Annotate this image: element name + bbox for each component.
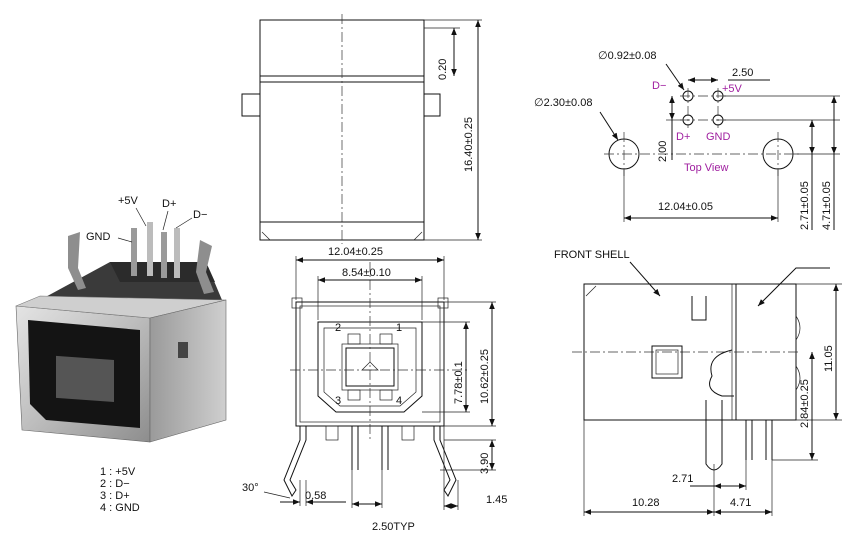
pcb-footprint: ∅0.92±0.08 ∅2.30±0.08 2.50 2.00 12.04±0.…	[534, 50, 840, 230]
fp-pin-dminus: D−	[652, 80, 666, 92]
dim-leg-thickness: 0.58	[305, 490, 326, 502]
legend-line: 2 : D−	[100, 478, 130, 490]
label-gnd: GND	[86, 231, 111, 243]
legend-line: 1 : +5V	[100, 466, 136, 478]
pin-legend: 1 : +5V 2 : D− 3 : D+ 4 : GND	[100, 466, 140, 514]
dim-front-inner: 8.54±0.10	[342, 267, 391, 279]
front-shell-label: FRONT SHELL	[554, 249, 630, 261]
dim-row-offset-2: 4.71±0.05	[821, 181, 833, 230]
dim-side-b: 10.28	[632, 497, 660, 509]
side-view: FRONT SHELL 11.05 2.84±0.25 2.71 10.28 4…	[554, 249, 842, 516]
connector-photo	[15, 222, 227, 443]
dim-top-offset: 0.20	[437, 59, 449, 80]
dim-side-mid: 2.84±0.25	[799, 379, 811, 428]
dim-front-h1: 7.78±0.1	[453, 361, 465, 404]
dim-front-h2: 10.62±0.25	[479, 349, 491, 404]
footprint-caption: Top View	[684, 162, 728, 174]
fp-pin-vcc: +5V	[722, 83, 743, 95]
dim-side-offset: 1.45	[486, 494, 507, 506]
dim-small-hole: ∅0.92±0.08	[598, 50, 656, 62]
dim-side-c: 4.71	[730, 497, 751, 509]
front-view: 2 1 3 4 12.04±0.25 8.54±0.10 7.78±0.1 10…	[242, 246, 507, 533]
label-dplus: D+	[162, 198, 176, 210]
dim-pin-pitch: 2.50TYP	[372, 521, 415, 533]
fp-pin-gnd: GND	[706, 131, 731, 143]
top-view-body: 0.20 16.40±0.25	[241, 14, 482, 244]
dim-hole-span: 12.04±0.05	[658, 201, 713, 213]
photo-pin-callouts: +5V D+ D− GND	[86, 195, 207, 243]
dim-hole-pitch: 2.50	[732, 67, 753, 79]
legend-line: 3 : D+	[100, 490, 130, 502]
dim-pin-length: 3.90	[479, 453, 491, 474]
dim-front-width: 12.04±0.25	[328, 246, 383, 258]
front-pin-1: 1	[396, 322, 402, 334]
dim-large-hole: ∅2.30±0.08	[534, 97, 592, 109]
front-pin-2: 2	[335, 322, 341, 334]
dim-leg-angle: 30°	[242, 482, 259, 494]
label-dminus: D−	[193, 209, 207, 221]
dim-overall-length: 16.40±0.25	[463, 117, 475, 172]
dim-side-height: 11.05	[823, 345, 835, 372]
front-pin-4: 4	[396, 395, 402, 407]
legend-line: 4 : GND	[100, 502, 140, 514]
dim-side-a: 2.71	[672, 473, 693, 485]
front-pin-3: 3	[335, 395, 341, 407]
dim-row-offset-1: 2.71±0.05	[799, 181, 811, 230]
label-vcc: +5V	[118, 195, 139, 207]
dim-row-spacing: 2.00	[657, 141, 669, 162]
fp-pin-dplus: D+	[676, 131, 690, 143]
